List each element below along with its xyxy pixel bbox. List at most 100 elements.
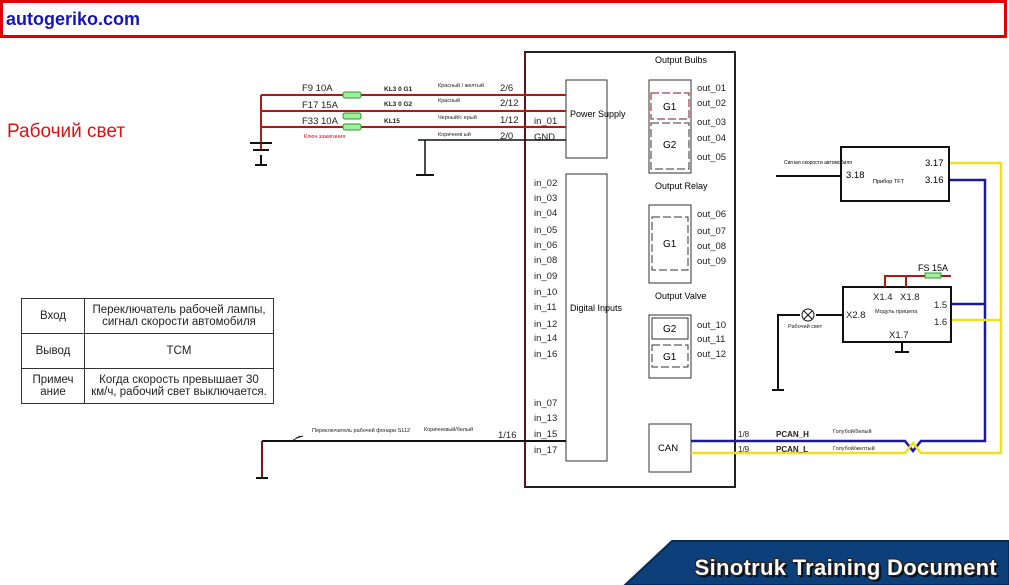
banner-shape [623, 540, 1009, 585]
table-key: Примеч ание [21, 368, 85, 404]
pin-x2-8: X2.8 [846, 310, 866, 321]
pcan-l-label: PCAN_L [776, 445, 808, 454]
pin-1-8: 1/8 [738, 430, 750, 439]
tft-box [840, 146, 950, 202]
pin-1-9: 1/9 [738, 445, 750, 454]
power-supply-label: Power Supply [570, 109, 626, 119]
out-10: out_10 [697, 320, 726, 331]
table-key: Вход [21, 298, 85, 334]
table-key: Вывод [21, 333, 85, 369]
pcan-l-wire [691, 161, 1003, 455]
out-07: out_07 [697, 226, 726, 237]
in-07: in_07 [534, 398, 557, 409]
out-04: out_04 [697, 133, 726, 144]
out-01: out_01 [697, 83, 726, 94]
in-17: in_17 [534, 445, 557, 456]
bulbs-g2: G2 [663, 140, 677, 151]
wire-color-3: Черный/с ерый [438, 114, 477, 121]
fuse-icons [342, 91, 362, 131]
in-03: in_03 [534, 193, 557, 204]
tft-label: Прибор TFT [873, 179, 905, 185]
can-box [648, 423, 692, 473]
lamp-icon [801, 308, 815, 322]
in-12: in_12 [534, 319, 557, 330]
in-06: in_06 [534, 240, 557, 251]
can-l-wire-color: Голубой/желтый [833, 445, 875, 452]
relay-g1: G1 [663, 239, 677, 250]
out-06: out_06 [697, 209, 726, 220]
site-name[interactable]: autogeriko.com [6, 9, 141, 29]
fuse-f17: F17 15A [302, 100, 339, 111]
pin-2-0: 2/0 [500, 131, 513, 142]
pin-1-16: 1/16 [498, 430, 517, 441]
relay-kl30-g2: KL3 0 G2 [384, 101, 413, 108]
pin-1-6: 1.6 [934, 317, 947, 328]
header-bar [0, 0, 1007, 38]
table-value: Переключатель рабочей лампы, сигнал скор… [84, 298, 274, 334]
power-supply-box [565, 79, 608, 159]
tft-pin-3-17: 3.17 [925, 158, 944, 169]
out-11: out_11 [697, 334, 725, 345]
digital-inputs-box [565, 173, 608, 462]
switch-label: Переключатель рабочей фонари S112 [312, 427, 410, 434]
pin-1-5: 1.5 [934, 300, 947, 311]
in-14: in_14 [534, 333, 557, 344]
switch-wire-color: Коричневый/белый [424, 426, 473, 433]
output-valve-title: Output Valve [655, 291, 706, 301]
output-bulbs-box [648, 79, 692, 174]
tft-pin-3-16: 3.16 [925, 175, 944, 186]
table-value: Когда скорость превышает 30 км/ч, рабочи… [84, 368, 274, 404]
out-05: out_05 [697, 152, 726, 163]
wire-color-1: Красный / желтый [438, 82, 484, 89]
speed-signal-label: Сигнал скорости автомобиля [784, 160, 852, 166]
page-title: Рабочий свет [7, 121, 126, 142]
battery-icon [250, 142, 272, 166]
relay-kl30-g1: KL3 0 G1 [384, 86, 413, 93]
switch-icon [291, 435, 304, 442]
output-relay-title: Output Relay [655, 181, 708, 191]
pcan-h-label: PCAN_H [776, 430, 809, 439]
gnd: GND [534, 132, 555, 143]
ignition-label: Ключ зажигания [304, 134, 345, 140]
output-bulbs-title: Output Bulbs [655, 55, 708, 65]
trailer-module-label: Модуль прицепа [875, 309, 918, 315]
banner-text: Sinotruk Training Document [694, 555, 997, 580]
fuse-icon [924, 272, 942, 279]
in-04: in_04 [534, 208, 557, 219]
in-16: in_16 [534, 349, 557, 360]
in-10: in_10 [534, 287, 557, 298]
fuse-f9: F9 10A [302, 83, 333, 94]
out-08: out_08 [697, 241, 726, 252]
relay-kl15: KL15 [384, 118, 400, 125]
in-09: in_09 [534, 271, 557, 282]
in-15: in_15 [534, 429, 557, 440]
wire-color-4: Коричнев ый [438, 131, 471, 138]
pin-x1-8: X1.8 [900, 292, 920, 303]
trailer-fuse: FS 15A [918, 263, 948, 273]
wire-color-2: Красный [438, 97, 460, 104]
output-valve-box [648, 314, 692, 379]
in-13: in_13 [534, 413, 557, 424]
pin-1-12: 1/12 [500, 115, 519, 126]
valve-g2: G2 [663, 324, 677, 335]
pin-2-6: 2/6 [500, 83, 513, 94]
in-02: in_02 [534, 178, 557, 189]
out-02: out_02 [697, 98, 726, 109]
pcan-h-wire [691, 178, 987, 454]
output-relay-box [648, 204, 692, 284]
in-01: in_01 [534, 116, 557, 127]
in-11: in_11 [534, 302, 557, 313]
in-05: in_05 [534, 225, 557, 236]
pin-2-12: 2/12 [500, 98, 519, 109]
fuse-f33: F33 10A [302, 116, 339, 127]
pin-x1-4: X1.4 [873, 292, 893, 303]
valve-g1: G1 [663, 352, 677, 363]
bulbs-g1: G1 [663, 102, 677, 113]
pin-x1-7: X1.7 [889, 330, 909, 341]
can-label: CAN [658, 443, 678, 454]
